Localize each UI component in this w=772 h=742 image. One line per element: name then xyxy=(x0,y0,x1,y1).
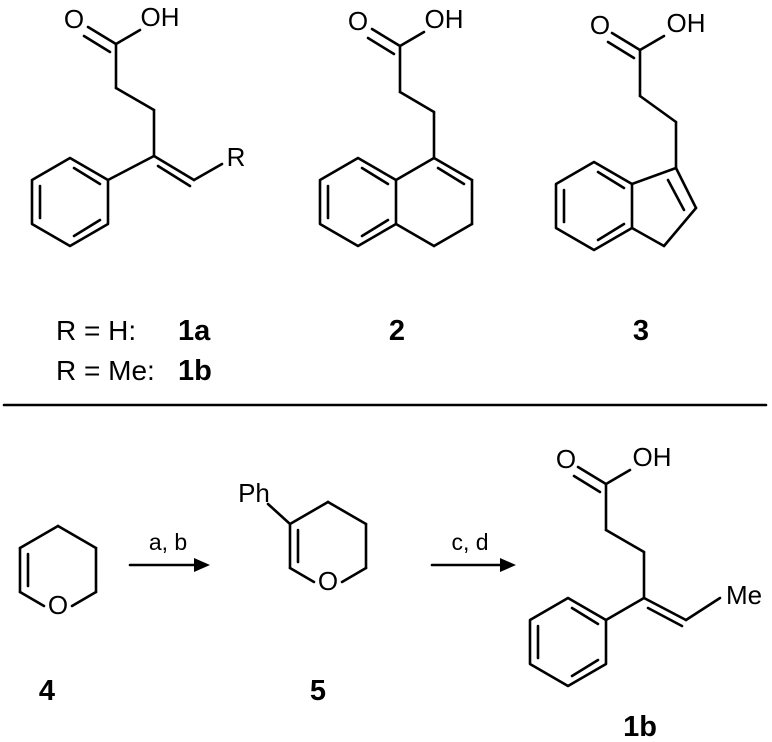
c1a-legend-prefix: R = H: xyxy=(56,315,136,346)
compound-5-structure xyxy=(266,500,368,584)
c2-carbonyl-oxygen: O xyxy=(348,6,368,36)
c2-hydroxyl-label: OH xyxy=(425,4,464,34)
c5-label: 5 xyxy=(310,675,326,707)
c3-label: 3 xyxy=(633,315,649,347)
compound-1b-structure xyxy=(528,465,722,688)
arrow-2-reagents: c, d xyxy=(451,529,488,555)
c4-label: 4 xyxy=(39,675,55,707)
c1b-carbonyl-oxygen: O xyxy=(556,444,576,474)
arrow-1-reagents: a, b xyxy=(149,529,187,555)
compound-2-structure xyxy=(318,27,474,248)
c3-carbonyl-oxygen: O xyxy=(590,10,610,40)
c1b-legend-label: 1b xyxy=(178,355,212,387)
c1a-legend-label: 1a xyxy=(178,315,211,347)
c3-hydroxyl-label: OH xyxy=(667,8,706,38)
c1b-hydroxyl-label: OH xyxy=(633,442,672,472)
c4-ring-oxygen: O xyxy=(48,590,68,620)
c2-label: 2 xyxy=(389,315,405,347)
c1b-legend-prefix: R = Me: xyxy=(56,355,155,386)
reaction-arrow-1 xyxy=(128,558,210,572)
c1b-methyl-label: Me xyxy=(726,580,762,610)
c1b-label: 1b xyxy=(623,711,657,742)
compound-3-structure xyxy=(554,31,698,252)
c1-hydroxyl-label: OH xyxy=(141,2,180,32)
c5-phenyl-label: Ph xyxy=(238,478,270,508)
compound-1-structure xyxy=(30,25,224,248)
compound-4-structure xyxy=(18,524,98,608)
reaction-arrow-2 xyxy=(430,558,516,572)
c1-carbonyl-oxygen: O xyxy=(64,4,84,34)
c1-r-group-label: R xyxy=(227,142,246,172)
c5-ring-oxygen: O xyxy=(318,566,338,596)
